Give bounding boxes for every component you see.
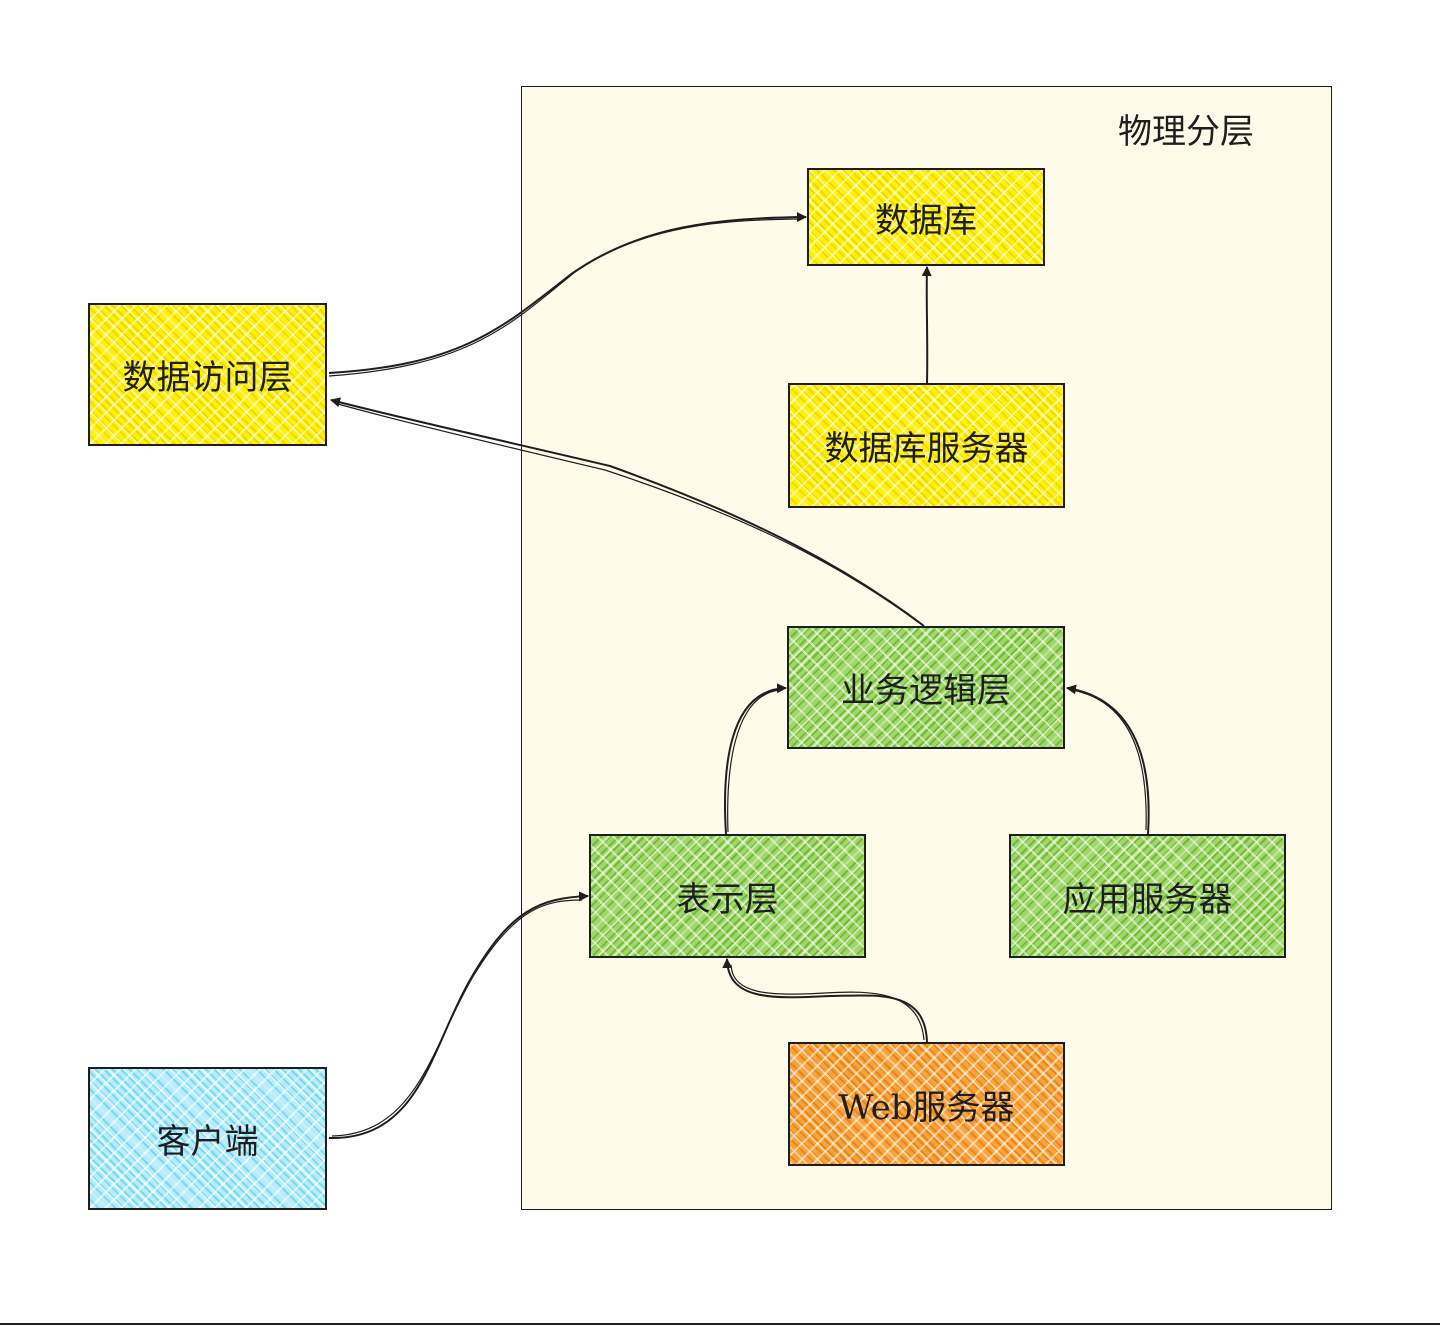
business-logic-label: 业务逻辑层 <box>841 671 1011 711</box>
client-label: 客户端 <box>156 1122 259 1162</box>
client-node[interactable]: 客户端 <box>88 1067 327 1210</box>
data-access-label: 数据访问层 <box>122 358 293 398</box>
data-access-node[interactable]: 数据访问层 <box>88 303 327 446</box>
database-node[interactable]: 数据库 <box>807 168 1045 266</box>
presentation-node[interactable]: 表示层 <box>589 834 866 958</box>
database-label: 数据库 <box>875 200 977 241</box>
db-server-label: 数据库服务器 <box>824 429 1029 469</box>
presentation-label: 表示层 <box>676 879 779 920</box>
physical-layer-title: 物理分层 <box>1118 112 1254 152</box>
app-server-label: 应用服务器 <box>1062 879 1233 920</box>
web-server-node[interactable]: Web服务器 <box>788 1042 1065 1166</box>
business-logic-node[interactable]: 业务逻辑层 <box>787 626 1065 749</box>
web-server-label: Web服务器 <box>838 1087 1015 1128</box>
bottom-border <box>0 1323 1440 1325</box>
app-server-node[interactable]: 应用服务器 <box>1009 834 1286 958</box>
db-server-node[interactable]: 数据库服务器 <box>788 383 1065 508</box>
